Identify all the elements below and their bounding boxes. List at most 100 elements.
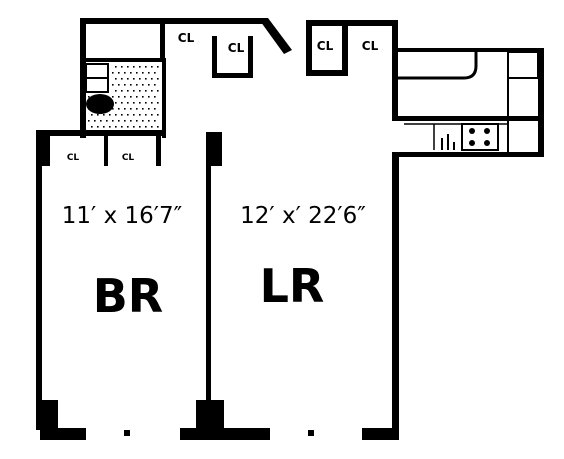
tile-dot bbox=[91, 126, 93, 128]
kitchen bbox=[398, 51, 539, 152]
tile-dot bbox=[118, 84, 120, 86]
tile-dot bbox=[139, 114, 141, 116]
tile-dot bbox=[115, 126, 117, 128]
tile-dot bbox=[121, 102, 123, 104]
tile-dot bbox=[124, 96, 126, 98]
tile-dot bbox=[112, 96, 114, 98]
tile-dot bbox=[97, 114, 99, 116]
tile-dot bbox=[121, 66, 123, 68]
tile-dot bbox=[157, 102, 159, 104]
tile-dot bbox=[133, 78, 135, 80]
tile-dot bbox=[118, 96, 120, 98]
tile-dot bbox=[139, 90, 141, 92]
tile-dot bbox=[118, 72, 120, 74]
br-label: BR bbox=[93, 269, 163, 323]
tile-dot bbox=[154, 96, 156, 98]
tile-dot bbox=[142, 96, 144, 98]
tile-dot bbox=[133, 126, 135, 128]
tile-dot bbox=[157, 126, 159, 128]
tile-dot bbox=[130, 72, 132, 74]
tile-dot bbox=[127, 90, 129, 92]
tile-dot bbox=[115, 78, 117, 80]
tile-dot bbox=[115, 114, 117, 116]
tile-dot bbox=[133, 114, 135, 116]
tile-dot bbox=[151, 66, 153, 68]
tile-dot bbox=[148, 72, 150, 74]
tile-dot bbox=[106, 120, 108, 122]
tile-dot bbox=[91, 114, 93, 116]
tile-dot bbox=[130, 84, 132, 86]
tile-dot bbox=[139, 126, 141, 128]
tile-dot bbox=[124, 72, 126, 74]
tile-dot bbox=[112, 84, 114, 86]
tile-dot bbox=[148, 108, 150, 110]
tile-dot bbox=[115, 66, 117, 68]
tile-dot bbox=[136, 84, 138, 86]
room-labels: 11′ x 16′7″ BR 12′ x′ 22′6″ LR bbox=[62, 203, 366, 323]
tile-dot bbox=[142, 84, 144, 86]
tile-dot bbox=[133, 90, 135, 92]
tile-dot bbox=[157, 90, 159, 92]
closet-label-2: CL bbox=[228, 41, 245, 55]
tile-dot bbox=[112, 108, 114, 110]
tile-dot bbox=[133, 102, 135, 104]
tile-dot bbox=[136, 108, 138, 110]
closet-label-3: CL bbox=[317, 39, 334, 53]
tile-dot bbox=[133, 66, 135, 68]
tile-dot bbox=[154, 84, 156, 86]
tile-dot bbox=[124, 84, 126, 86]
tile-dot bbox=[145, 114, 147, 116]
tile-dot bbox=[97, 126, 99, 128]
tile-dot bbox=[139, 66, 141, 68]
walls bbox=[36, 18, 544, 440]
tile-dot bbox=[121, 114, 123, 116]
tile-dot bbox=[112, 120, 114, 122]
tile-dot bbox=[118, 120, 120, 122]
tile-dot bbox=[151, 78, 153, 80]
tile-dot bbox=[157, 78, 159, 80]
closet-label-6: CL bbox=[122, 153, 135, 163]
closet-labels: CL CL CL CL CL CL bbox=[67, 31, 379, 163]
tile-dot bbox=[124, 120, 126, 122]
tile-dot bbox=[136, 72, 138, 74]
tile-dot bbox=[145, 90, 147, 92]
bathroom-fixtures bbox=[85, 63, 114, 114]
tile-dot bbox=[121, 90, 123, 92]
tile-dot bbox=[103, 126, 105, 128]
tile-dot bbox=[145, 126, 147, 128]
tile-dot bbox=[145, 66, 147, 68]
tile-dot bbox=[88, 120, 90, 122]
tile-dot bbox=[115, 90, 117, 92]
tile-dot bbox=[136, 96, 138, 98]
tile-dot bbox=[130, 108, 132, 110]
tile-dot bbox=[112, 72, 114, 74]
tile-dot bbox=[121, 126, 123, 128]
tile-dot bbox=[88, 96, 90, 98]
tile-dot bbox=[100, 120, 102, 122]
br-dimensions: 11′ x 16′7″ bbox=[62, 203, 183, 229]
tile-dot bbox=[154, 120, 156, 122]
tile-dot bbox=[154, 108, 156, 110]
tile-dot bbox=[151, 90, 153, 92]
tile-dot bbox=[145, 78, 147, 80]
tile-dot bbox=[103, 114, 105, 116]
tile-dot bbox=[142, 108, 144, 110]
tile-dot bbox=[109, 126, 111, 128]
tile-dot bbox=[151, 114, 153, 116]
tile-dot bbox=[154, 72, 156, 74]
tile-dot bbox=[145, 102, 147, 104]
tile-dot bbox=[142, 120, 144, 122]
lr-dimensions: 12′ x′ 22′6″ bbox=[240, 203, 366, 229]
tile-dot bbox=[121, 78, 123, 80]
tile-dot bbox=[127, 126, 129, 128]
tile-dot bbox=[130, 120, 132, 122]
closet-label-4: CL bbox=[362, 39, 379, 53]
tile-dot bbox=[136, 120, 138, 122]
closet-label-5: CL bbox=[67, 153, 80, 163]
tile-dot bbox=[127, 114, 129, 116]
tile-dot bbox=[109, 114, 111, 116]
tile-dot bbox=[130, 96, 132, 98]
tile-dot bbox=[127, 102, 129, 104]
tile-dot bbox=[151, 102, 153, 104]
